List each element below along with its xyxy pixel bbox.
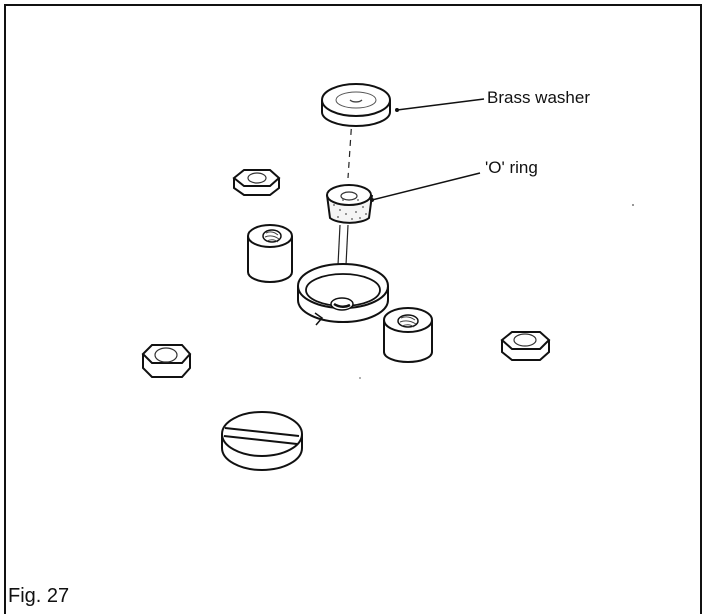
threaded-standoff-left xyxy=(247,224,293,283)
assembly-dashed-line xyxy=(347,117,353,179)
base-cup xyxy=(297,263,389,326)
stray-dot xyxy=(632,204,634,206)
brass-washer-leader xyxy=(396,98,485,111)
threaded-standoff-right xyxy=(383,307,433,363)
o-ring xyxy=(326,184,373,224)
brass-washer xyxy=(321,83,391,127)
brass-washer-label: Brass washer xyxy=(487,88,590,107)
hex-nut-top xyxy=(232,169,281,196)
o-ring-leader xyxy=(371,172,481,201)
hex-nut-left xyxy=(141,344,192,378)
slotted-screw xyxy=(221,411,303,471)
figure-border xyxy=(4,4,702,614)
figure-caption: Fig. 27 xyxy=(8,585,70,607)
o-ring-label: 'O' ring xyxy=(485,158,538,177)
hex-nut-right xyxy=(500,331,551,361)
stray-dot xyxy=(359,377,361,379)
